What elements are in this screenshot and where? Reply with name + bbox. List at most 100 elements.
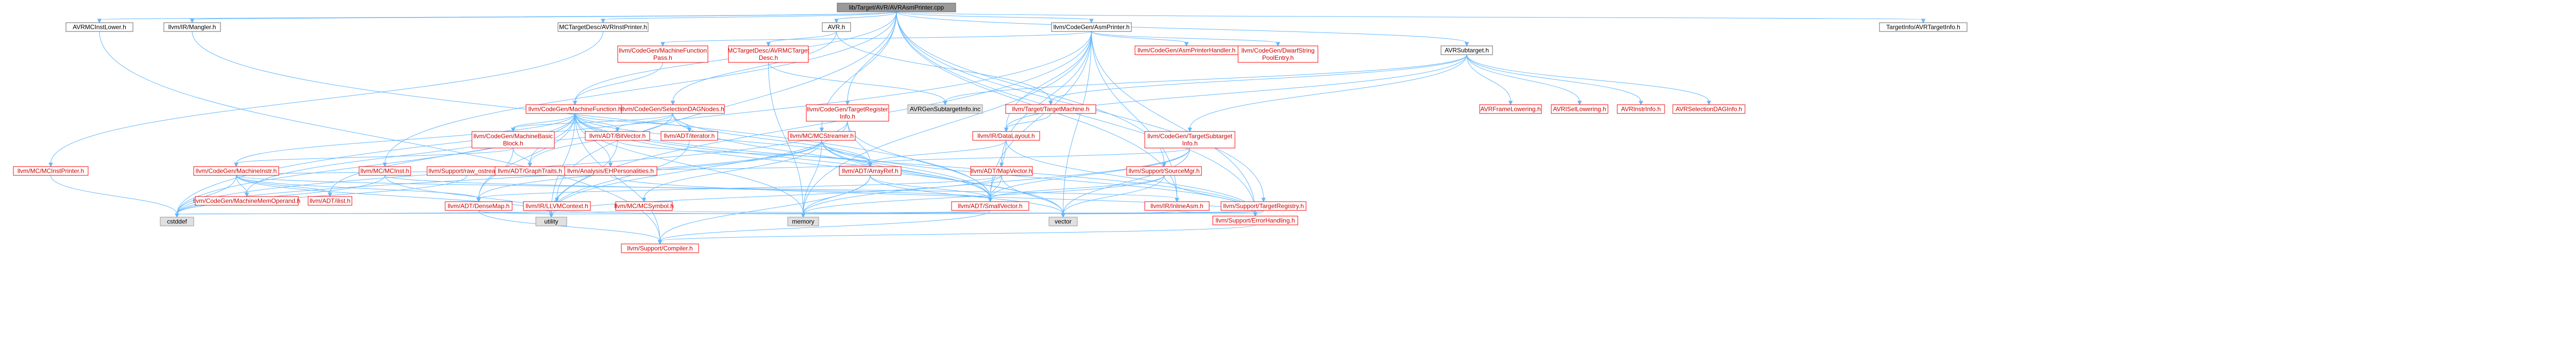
edge-mbb-to-machineinstr xyxy=(236,148,514,164)
dependency-nodes: lib/Target/AVR/AVRAsmPrinter.cppAVRMCIns… xyxy=(13,3,1968,253)
edge-asmprinter-to-asmprinterhandler xyxy=(1091,31,1187,43)
node-label-asmprinter: llvm/CodeGen/AsmPrinter.h xyxy=(1053,24,1129,31)
edge-avrsubtarget-to-targetmachine xyxy=(1050,54,1467,102)
node-selectiondagnodes[interactable]: llvm/CodeGen/SelectionDAGNodes.h xyxy=(621,104,725,114)
node-box-arrayref xyxy=(839,166,902,176)
arrowhead-root-to-targetinfo xyxy=(1921,19,1926,24)
node-compiler[interactable]: llvm/Support/Compiler.h xyxy=(621,243,699,253)
node-mangler[interactable]: llvm/IR/Mangler.h xyxy=(163,22,221,32)
node-label-graphtraits: llvm/ADT/GraphTraits.h xyxy=(498,168,562,175)
edge-datalayout-to-arrayref xyxy=(870,140,1007,164)
node-avrseldaginfo[interactable]: AVRSelectionDAGInfo.h xyxy=(1672,104,1745,114)
edge-mapvector-to-smallvector xyxy=(990,175,1002,199)
node-box-avrframelowering xyxy=(1479,104,1542,114)
edge-root-to-targetinfo xyxy=(896,11,1924,20)
edge-bitvector-to-arrayref xyxy=(617,140,871,164)
node-box-cstddef xyxy=(160,217,194,226)
node-box-vector xyxy=(1048,217,1078,226)
edge-targetsubtarget-to-arrayref xyxy=(870,148,1190,164)
node-label-avrmctargetdesc: Desc.h xyxy=(759,54,778,61)
node-mcstreamer[interactable]: llvm/MC/MCStreamer.h xyxy=(788,131,856,141)
node-label-inlineasm: llvm/IR/InlineAsm.h xyxy=(1150,203,1204,210)
node-box-targetreginfo xyxy=(806,104,889,122)
edge-arrayref-to-compiler xyxy=(659,175,871,241)
edge-root-to-mangler xyxy=(192,11,897,20)
edge-machineinstr-to-densemap xyxy=(236,175,479,199)
node-machinefunction[interactable]: llvm/CodeGen/MachineFunction.h xyxy=(526,104,624,114)
node-asmprinterhandler[interactable]: llvm/CodeGen/AsmPrinterHandler.h xyxy=(1134,45,1239,55)
node-llvmcontext[interactable]: llvm/IR/LLVMContext.h xyxy=(523,201,591,211)
node-ilist[interactable]: llvm/ADT/ilist.h xyxy=(308,196,352,206)
node-label-mangler: llvm/IR/Mangler.h xyxy=(168,24,216,31)
node-targetinfo[interactable]: TargetInfo/AVRTargetInfo.h xyxy=(1879,22,1968,32)
edge-sourcemgr-to-memory xyxy=(803,175,1164,215)
node-smallvector[interactable]: llvm/ADT/SmallVector.h xyxy=(951,201,1029,211)
edge-ehpersonalities-to-errorhandling xyxy=(610,175,1256,214)
node-label-avrh: AVR.h xyxy=(828,24,845,31)
node-label-mcinst: llvm/MC/MCInst.h xyxy=(361,168,410,175)
node-avrframelowering[interactable]: AVRFrameLowering.h xyxy=(1479,104,1542,114)
node-box-compiler xyxy=(621,243,699,253)
node-mapvector[interactable]: llvm/ADT/MapVector.h xyxy=(970,166,1033,176)
node-instprinter[interactable]: MCTargetDesc/AVRInstPrinter.h xyxy=(557,22,649,32)
node-mcsymbol[interactable]: llvm/MC/MCSymbol.h xyxy=(614,201,674,211)
edge-root-to-mcinst xyxy=(384,11,897,164)
node-root[interactable]: lib/Target/AVR/AVRAsmPrinter.cpp xyxy=(837,3,956,12)
node-machineinstr[interactable]: llvm/CodeGen/MachineInstr.h xyxy=(193,166,279,176)
node-asmprinter[interactable]: llvm/CodeGen/AsmPrinter.h xyxy=(1051,22,1132,32)
node-targetregistry[interactable]: llvm/Support/TargetRegistry.h xyxy=(1221,201,1307,211)
node-label-targetmachine: llvm/Target/TargetMachine.h xyxy=(1012,106,1089,113)
node-mcinstprinter[interactable]: llvm/MC/MCInstPrinter.h xyxy=(13,166,89,176)
arrowhead-root-to-avrh xyxy=(834,19,839,24)
node-label-mcinstprinter: llvm/MC/MCInstPrinter.h xyxy=(18,168,84,175)
node-arrayref[interactable]: llvm/ADT/ArrayRef.h xyxy=(839,166,902,176)
edge-mcstreamer-to-smallvector xyxy=(821,140,991,199)
arrowhead-mcstreamer-to-mcsymbol xyxy=(641,198,647,203)
node-sourcemgr[interactable]: llvm/Support/SourceMgr.h xyxy=(1126,166,1202,176)
edge-mcinstprinter-to-cstddef xyxy=(50,175,177,215)
node-inlineasm[interactable]: llvm/IR/InlineAsm.h xyxy=(1144,201,1210,211)
node-bitvector[interactable]: llvm/ADT/BitVector.h xyxy=(585,131,650,141)
node-rawostream[interactable]: llvm/Support/raw_ostream.h xyxy=(427,166,507,176)
node-avrgensubtarget: AVRGenSubtargetInfo.inc xyxy=(907,104,983,114)
arrowhead-avrsubtarget-to-targetmachine xyxy=(1048,101,1053,106)
edge-arrayref-to-memory xyxy=(803,175,871,215)
node-targetmachine[interactable]: llvm/Target/TargetMachine.h xyxy=(1005,104,1096,114)
edge-avrh-to-selectiondagnodes xyxy=(672,31,837,102)
node-ehpersonalities[interactable]: llvm/Analysis/EHPersonalities.h xyxy=(564,166,657,176)
node-datalayout[interactable]: llvm/IR/DataLayout.h xyxy=(972,131,1040,141)
node-box-iterator xyxy=(660,131,718,141)
arrowhead-root-to-mcstreamer xyxy=(819,127,824,133)
node-densemap[interactable]: llvm/ADT/DenseMap.h xyxy=(445,201,513,211)
node-label-avrisellowering: AVRISelLowering.h xyxy=(1553,106,1606,113)
node-machinememoperand[interactable]: llvm/CodeGen/MachineMemOperand.h xyxy=(193,196,300,206)
node-graphtraits[interactable]: llvm/ADT/GraphTraits.h xyxy=(495,166,565,176)
node-avrisellowering[interactable]: AVRISelLowering.h xyxy=(1551,104,1608,114)
edge-mfpass-to-machinefunction xyxy=(574,62,663,102)
edge-machineinstr-to-machinememoperand xyxy=(236,175,247,194)
node-label-mapvector: llvm/ADT/MapVector.h xyxy=(971,168,1032,175)
node-avrsubtarget[interactable]: AVRSubtarget.h xyxy=(1440,45,1493,55)
node-box-root xyxy=(837,3,956,12)
node-mcinst[interactable]: llvm/MC/MCInst.h xyxy=(359,166,411,176)
node-box-avrmcinstlower xyxy=(65,22,133,32)
node-avrinstrinfo[interactable]: AVRInstrInfo.h xyxy=(1617,104,1665,114)
node-label-compiler: llvm/Support/Compiler.h xyxy=(627,245,692,252)
node-errorhandling[interactable]: llvm/Support/ErrorHandling.h xyxy=(1212,216,1298,225)
node-box-avrisellowering xyxy=(1551,104,1608,114)
node-iterator[interactable]: llvm/ADT/iterator.h xyxy=(660,131,718,141)
node-cstddef: cstddef xyxy=(160,217,194,226)
node-box-datalayout xyxy=(972,131,1040,141)
node-label-iterator: llvm/ADT/iterator.h xyxy=(664,133,715,140)
node-avrmcinstlower[interactable]: AVRMCInstLower.h xyxy=(65,22,133,32)
node-utility: utility xyxy=(535,217,567,226)
node-box-avrmctargetdesc xyxy=(728,45,809,63)
node-avrh[interactable]: AVR.h xyxy=(822,22,851,32)
edge-densemap-to-utility xyxy=(478,210,552,215)
